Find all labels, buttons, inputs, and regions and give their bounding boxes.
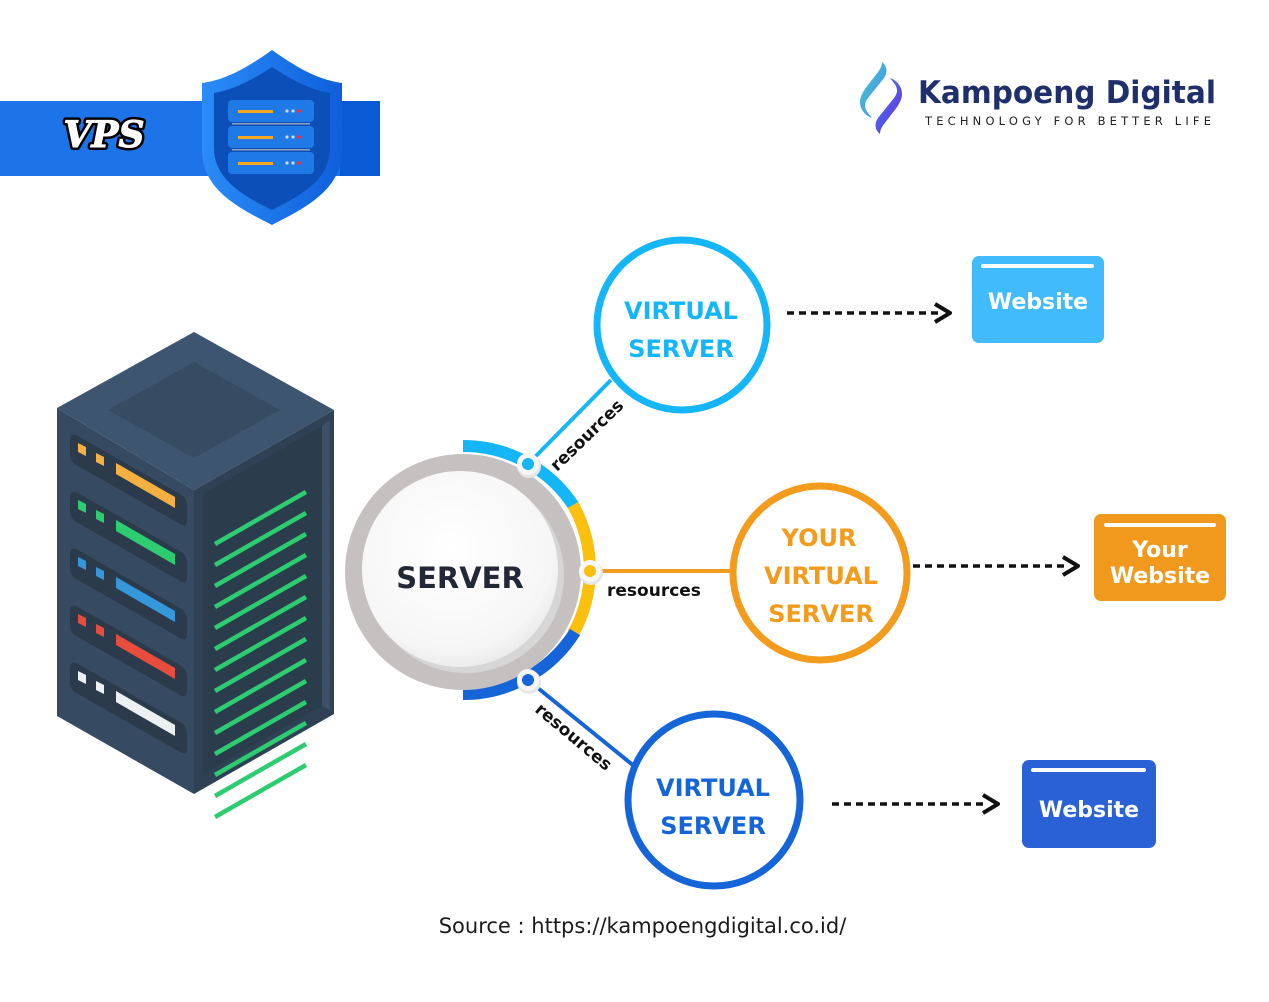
- virtual-server-bottom-line1: VIRTUAL: [656, 774, 770, 802]
- rack-status-bar: [116, 691, 175, 736]
- rack-drive-bay: [70, 605, 187, 697]
- logo-tagline: TECHNOLOGY FOR BETTER LIFE: [924, 114, 1211, 128]
- rack-vent-slit: [213, 742, 308, 798]
- shield-server-unit: [228, 152, 314, 174]
- banner-bar-right-shade: [340, 101, 380, 176]
- vps-label: VPS: [64, 114, 145, 156]
- website-box-top: Website: [972, 256, 1104, 343]
- arrow-bottom: [832, 793, 1000, 815]
- arrow-head-icon: [933, 302, 952, 324]
- rack-led: [96, 681, 104, 694]
- logo-mark-icon: [860, 62, 902, 134]
- hub-inner-disc: [362, 471, 558, 667]
- virtual-server-top: VIRTUAL SERVER: [593, 236, 771, 414]
- browser-bar: [1104, 523, 1216, 527]
- arrow-middle: [913, 555, 1080, 577]
- resource-node-bottom: [517, 669, 541, 694]
- website-yours-label-line1: Your: [1131, 538, 1188, 563]
- rack-vent-slit: [213, 532, 308, 588]
- rack-led: [96, 624, 104, 637]
- rack-vents: [213, 490, 308, 819]
- rack-vent-slit: [213, 700, 308, 756]
- arrow-head-icon: [1061, 555, 1080, 577]
- connection-line-top: [526, 378, 613, 466]
- rack-vent-slit: [213, 511, 308, 567]
- rack-status-bar: [116, 520, 175, 565]
- shield-server-icon: [202, 50, 342, 225]
- server-rack-icon: [57, 332, 334, 819]
- resource-node-top: [517, 453, 541, 478]
- rack-drive-bay: [70, 662, 187, 754]
- rack-drive-bays: [70, 434, 187, 754]
- rack-led: [78, 614, 86, 627]
- shield-server-unit: [228, 126, 314, 148]
- rack-led: [78, 443, 86, 456]
- website-box-yours: Your Website: [1094, 514, 1226, 601]
- rack-vent-slit: [213, 637, 308, 693]
- connection-lines: [526, 378, 732, 768]
- rack-status-bar: [116, 634, 175, 679]
- rack-led: [78, 671, 86, 684]
- virtual-server-yours-line2: VIRTUAL: [764, 562, 878, 590]
- vps-label-outline: VPS: [64, 114, 145, 156]
- rack-vent-slit: [213, 763, 308, 819]
- resource-label-bottom: resources: [531, 700, 616, 776]
- rack-vent-slit: [213, 490, 308, 546]
- virtual-server-bottom: VIRTUAL SERVER: [624, 710, 804, 890]
- source-caption: Source : https://kampoengdigital.co.id/: [438, 914, 847, 938]
- rack-led: [78, 500, 86, 513]
- website-top-label: Website: [988, 290, 1088, 315]
- virtual-server-yours-line1: YOUR: [781, 524, 857, 552]
- rack-drive-bay: [70, 434, 187, 526]
- logo-name: Kampoeng Digital: [918, 75, 1216, 111]
- rack-led: [78, 557, 86, 570]
- rack-vent-slit: [213, 679, 308, 735]
- virtual-server-yours-line3: SERVER: [768, 600, 874, 628]
- rack-vent-slit: [213, 595, 308, 651]
- rack-vent-slit: [213, 553, 308, 609]
- virtual-server-bottom-line2: SERVER: [660, 812, 766, 840]
- resource-label-middle: resources: [607, 581, 701, 601]
- rack-status-bar: [116, 577, 175, 622]
- resource-label-top: resources: [547, 396, 628, 476]
- rack-drive-bay: [70, 548, 187, 640]
- arrow-head-icon: [981, 793, 1000, 815]
- rack-led: [96, 567, 104, 580]
- browser-bar: [1031, 768, 1146, 772]
- rack-vent-slit: [213, 574, 308, 630]
- rack-vent-slit: [213, 616, 308, 672]
- rack-status-bar: [116, 463, 175, 508]
- server-label: SERVER: [396, 561, 524, 595]
- rack-led: [96, 510, 104, 523]
- browser-bar: [981, 264, 1094, 268]
- website-yours-label-line2: Website: [1110, 564, 1210, 589]
- connection-line-bottom: [526, 678, 636, 768]
- shield-server-unit: [228, 100, 314, 122]
- kampoeng-digital-logo: Kampoeng Digital TECHNOLOGY FOR BETTER L…: [860, 62, 1216, 134]
- rack-vent-slit: [213, 721, 308, 777]
- server-hub: SERVER: [345, 439, 603, 701]
- virtual-server-yours: YOUR VIRTUAL SERVER: [729, 482, 911, 664]
- website-bottom-label: Website: [1039, 798, 1139, 823]
- virtual-server-top-line2: SERVER: [628, 335, 734, 363]
- website-box-bottom: Website: [1022, 760, 1156, 848]
- rack-vent-slit: [213, 658, 308, 714]
- rack-led: [96, 453, 104, 466]
- resource-node-middle: [579, 560, 603, 585]
- arrow-top: [787, 302, 952, 324]
- rack-drive-bay: [70, 491, 187, 583]
- virtual-server-top-line1: VIRTUAL: [624, 297, 738, 325]
